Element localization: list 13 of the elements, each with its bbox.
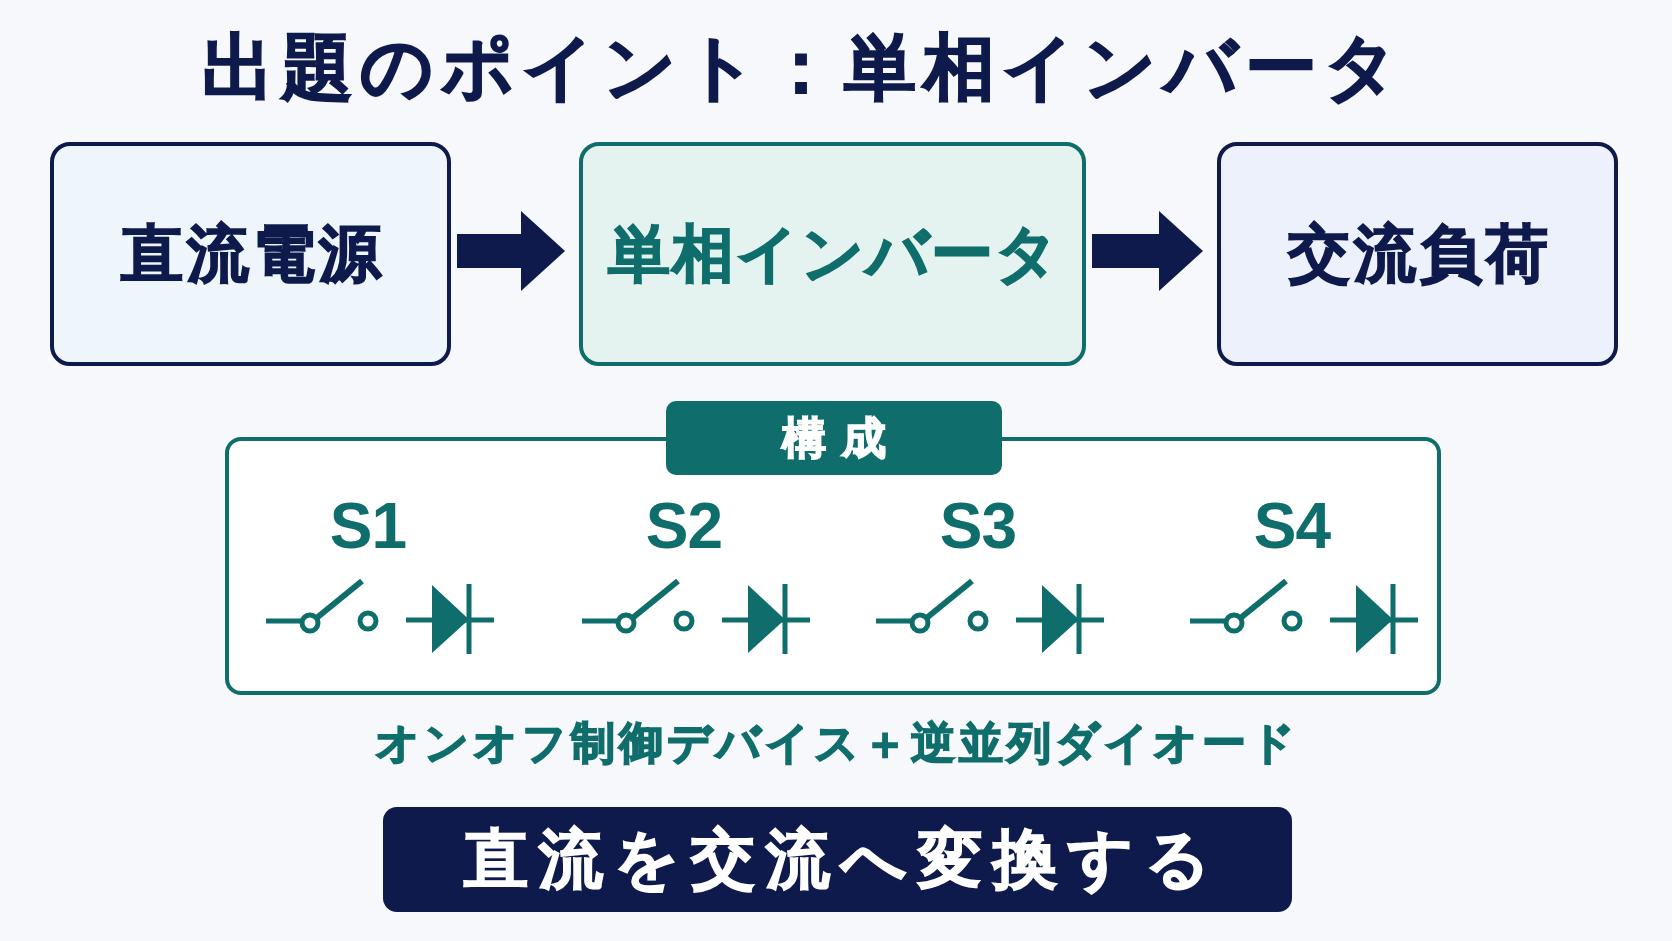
switch-label: S4	[1253, 490, 1331, 562]
banner: 直流を交流へ変換する	[383, 807, 1292, 912]
process-box: 単相インバータ	[579, 142, 1086, 366]
process-box: 交流負荷	[1217, 142, 1618, 366]
title: 出題のポイント：単相インバータ	[201, 28, 1405, 108]
panel-note: オンオフ制御デバイス＋逆並列ダイオード	[374, 718, 1299, 768]
switch-label: S3	[939, 490, 1017, 562]
panel-heading: 構成	[666, 401, 1002, 475]
switch-label: S1	[329, 490, 407, 562]
switch-label: S2	[645, 490, 723, 562]
process-box: 直流電源	[50, 142, 451, 366]
block-arrow	[457, 211, 565, 291]
block-arrow	[1092, 211, 1203, 291]
